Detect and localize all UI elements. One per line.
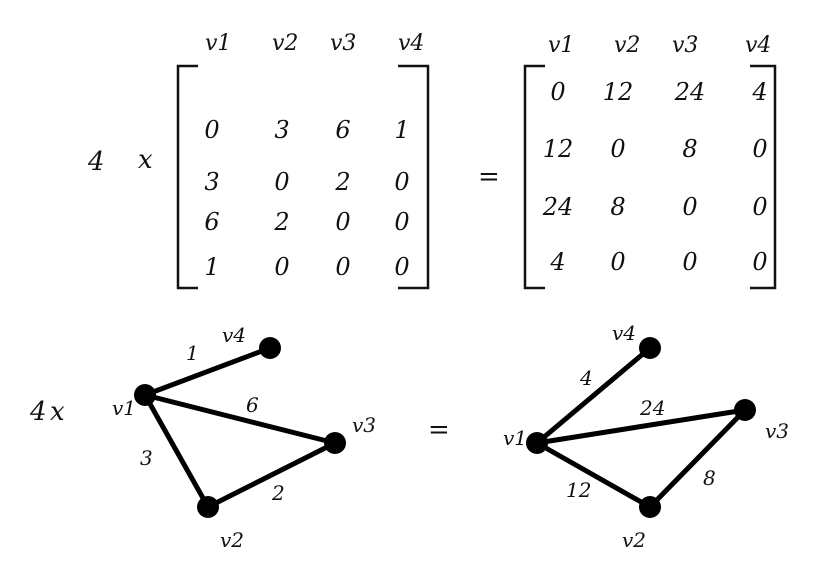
matrix-cell: 4	[751, 78, 767, 106]
edge-v2-v3	[648, 408, 747, 509]
edge-v1-v2	[535, 440, 652, 510]
col-label: v3	[672, 33, 698, 58]
right-graph	[535, 346, 747, 510]
matrix-cell: 0	[335, 208, 350, 236]
edge-v1-v4	[535, 346, 652, 445]
matrix-cell: 24	[542, 193, 574, 221]
vertex-label: v1	[112, 396, 136, 420]
matrix-cell: 0	[394, 208, 409, 236]
matrix-cell: 0	[394, 253, 409, 281]
edge-v2-v3	[206, 440, 337, 510]
col-label: v2	[614, 33, 640, 58]
col-label: v3	[330, 31, 356, 56]
vertex-v3	[734, 399, 756, 421]
scalar: 4	[29, 397, 47, 427]
vertex-label: v3	[765, 419, 789, 443]
edge-v1-v4	[144, 345, 271, 398]
left-graph	[142, 345, 337, 510]
scalar: 4	[87, 147, 105, 177]
edge-weight: 4	[579, 366, 593, 390]
vertex-v3	[324, 432, 346, 454]
edge-weight: 8	[703, 466, 716, 490]
vertex-label: v2	[622, 528, 646, 552]
matrix-cell: 0	[274, 253, 289, 281]
right-matrix	[523, 64, 777, 290]
vertex-v1	[134, 384, 156, 406]
right-matrix-cells: 0 12 24 4 12 0 8 0 24 8 0 0 4 0 0 0	[542, 78, 768, 276]
matrix-cell: 3	[204, 168, 219, 196]
left-bracket	[523, 64, 545, 290]
matrix-cell: 0	[274, 168, 289, 196]
col-label: v1	[205, 31, 231, 56]
edge-weight: 24	[639, 396, 665, 420]
left-bracket	[176, 64, 198, 290]
matrix-cell: 0	[752, 193, 767, 221]
vertex-v4	[259, 337, 281, 359]
col-label: v1	[548, 33, 574, 58]
left-matrix-col-labels: v1 v2 v3 v4	[205, 31, 424, 56]
matrix-cell: 6	[204, 208, 219, 236]
col-label: v4	[745, 33, 771, 58]
vertex-label: v1	[503, 426, 527, 450]
right-bracket	[750, 64, 777, 290]
matrix-cell: 8	[610, 193, 625, 221]
right-matrix-col-labels: v1 v2 v3 v4	[548, 33, 771, 58]
matrix-cell: 4	[549, 248, 565, 276]
equals-sign: =	[428, 415, 450, 445]
matrix-cell: 0	[335, 253, 350, 281]
edge-weight: 2	[271, 481, 285, 505]
matrix-cell: 0	[752, 248, 767, 276]
edge-v1-v3	[536, 407, 746, 446]
edge-weight: 3	[140, 446, 153, 470]
matrix-cell: 0	[610, 135, 625, 163]
matrix-cell: 1	[394, 116, 409, 144]
vertex-label: v2	[220, 528, 244, 552]
matrix-cell: 6	[335, 116, 350, 144]
matrix-cell: 0	[682, 248, 697, 276]
times-sign: x	[138, 145, 153, 175]
matrix-cell: 0	[682, 193, 697, 221]
vertex-label: v3	[352, 413, 376, 437]
times-sign: x	[50, 397, 65, 427]
matrix-cell: 0	[610, 248, 625, 276]
col-label: v2	[272, 31, 298, 56]
edge-weight: 6	[246, 393, 259, 417]
matrix-cell: 2	[334, 168, 350, 196]
matrix-cell: 8	[682, 135, 697, 163]
left-matrix	[176, 64, 430, 290]
matrix-cell: 12	[603, 78, 634, 106]
vertex-v2	[639, 496, 661, 518]
right-bracket	[398, 64, 430, 290]
matrix-cell: 2	[273, 208, 289, 236]
vertex-v2	[197, 496, 219, 518]
edge-weight: 1	[186, 341, 199, 365]
matrix-cell: 0	[550, 78, 565, 106]
matrix-cell: 0	[752, 135, 767, 163]
vertex-label: v4	[612, 321, 636, 345]
col-label: v4	[398, 31, 424, 56]
matrix-cell: 1	[204, 253, 219, 281]
matrix-cell: 0	[394, 168, 409, 196]
edge-v1-v3	[144, 392, 336, 446]
matrix-cell: 3	[274, 116, 289, 144]
equals-sign: =	[478, 162, 500, 192]
vertex-label: v4	[222, 323, 246, 347]
vertex-v1	[526, 432, 548, 454]
edge-weight: 12	[566, 478, 591, 502]
matrix-cell: 24	[674, 78, 706, 106]
vertex-v4	[639, 337, 661, 359]
edge-v1-v2	[142, 393, 211, 509]
matrix-cell: 0	[204, 116, 219, 144]
left-matrix-cells: 0 3 6 1 3 0 2 0 6 2 0 0 1 0 0 0	[204, 116, 409, 281]
matrix-cell: 12	[543, 135, 574, 163]
